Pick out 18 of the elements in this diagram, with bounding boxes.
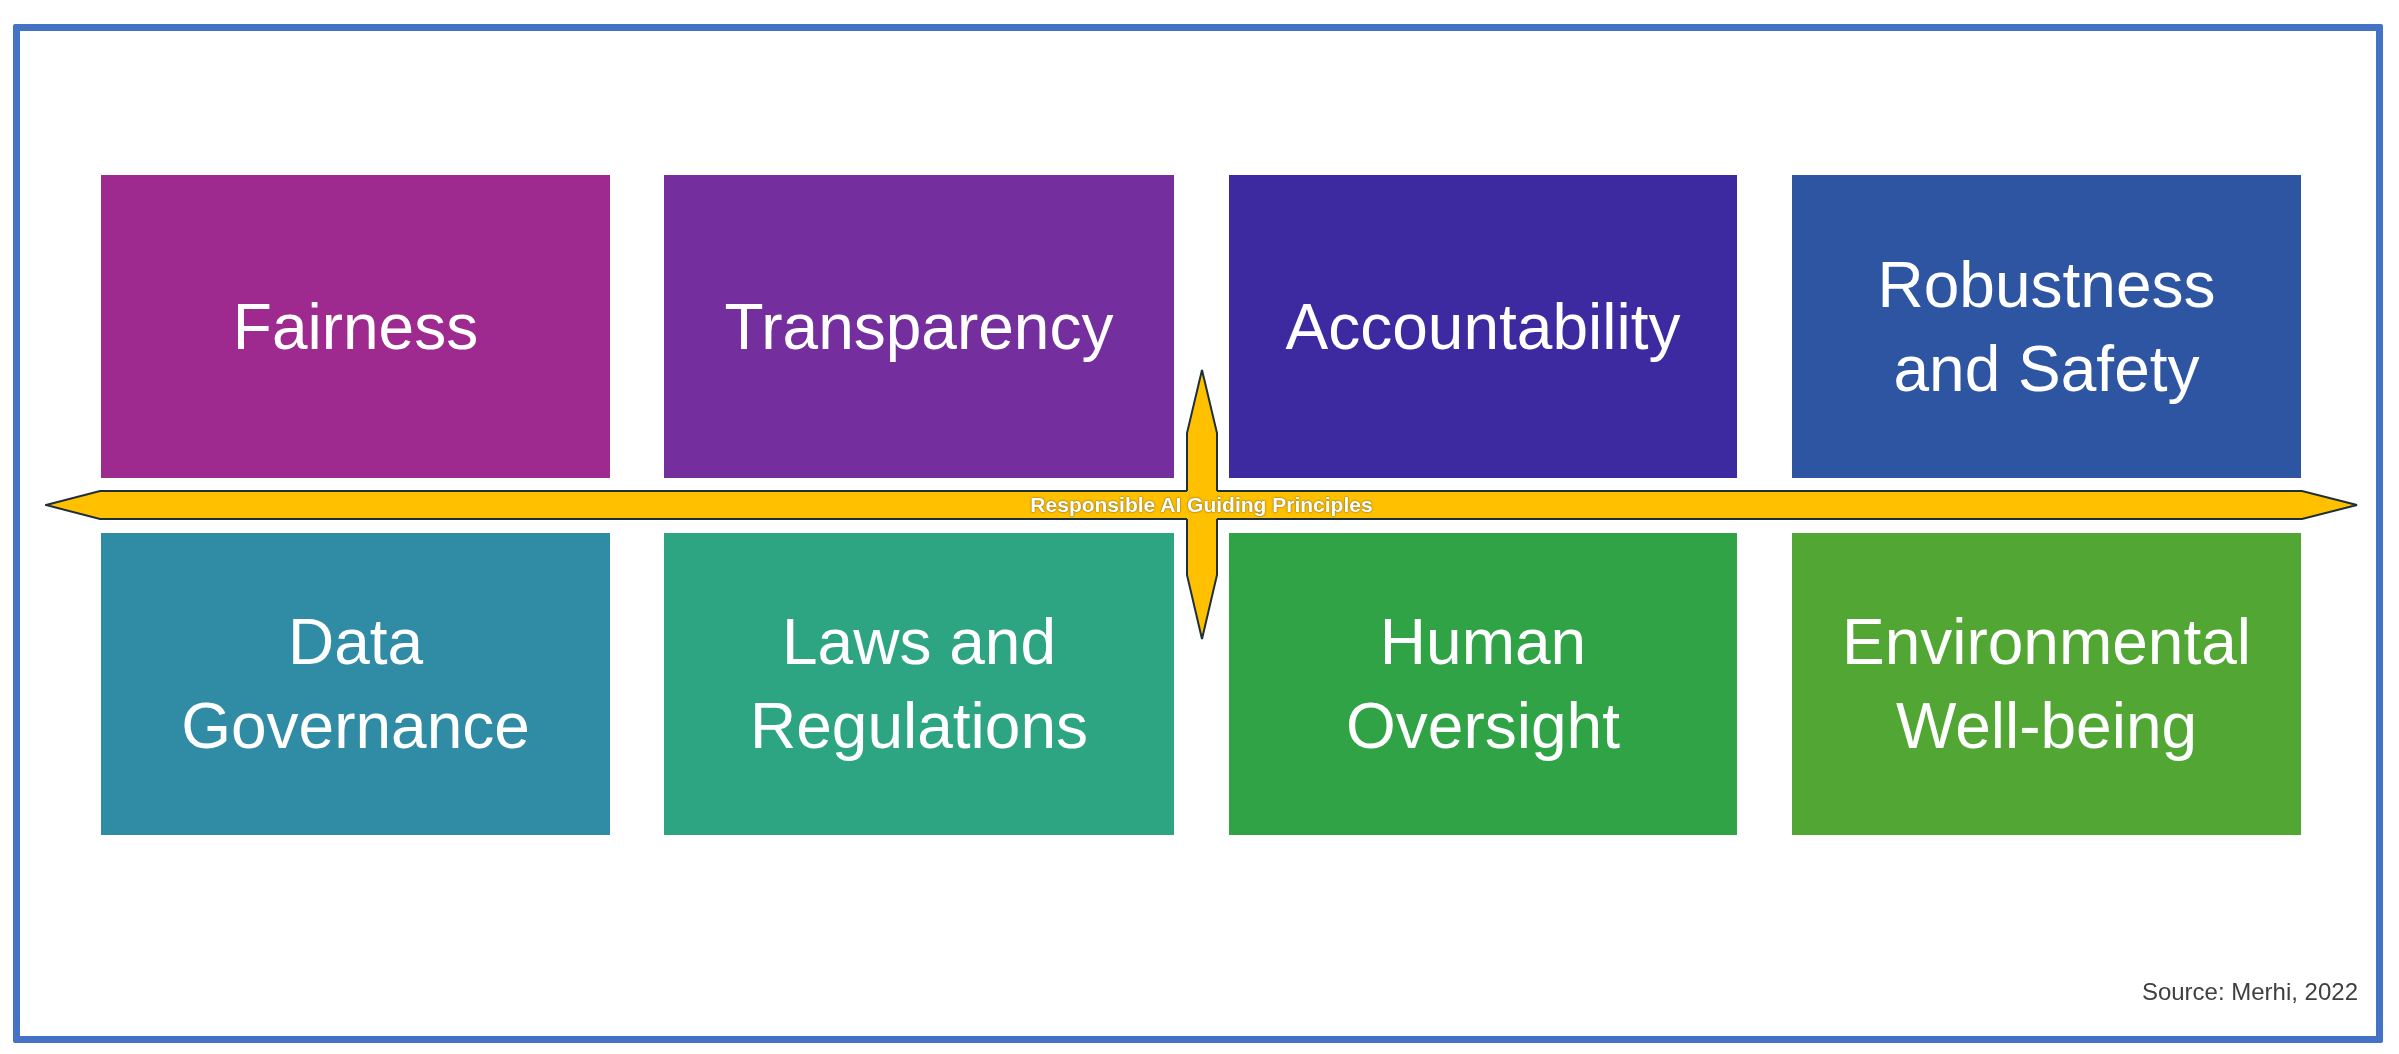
principle-label: Accountability — [1285, 289, 1681, 365]
principle-label: Robustness and Safety — [1876, 247, 2217, 407]
source-note: Source: Merhi, 2022 — [2141, 978, 2358, 1006]
principle-box — [101, 175, 610, 478]
principle-label: Human Oversight — [1345, 605, 1621, 764]
principle-box — [664, 533, 1174, 835]
principle-box — [664, 175, 1174, 478]
principle-box — [1792, 533, 2301, 835]
principle-label: Laws and Regulations — [749, 605, 1089, 764]
principle-box — [1792, 175, 2301, 478]
principle-label: Fairness — [232, 289, 479, 365]
principle-box — [101, 533, 610, 835]
principle-label: Data Governance — [180, 605, 531, 764]
principle-box — [1229, 175, 1737, 478]
principle-label: Environmental Well-being — [1840, 605, 2253, 764]
principle-box — [1229, 533, 1737, 835]
principle-label: Transparency — [724, 289, 1114, 365]
banner-label: Responsible AI Guiding Principles — [1030, 493, 1373, 517]
